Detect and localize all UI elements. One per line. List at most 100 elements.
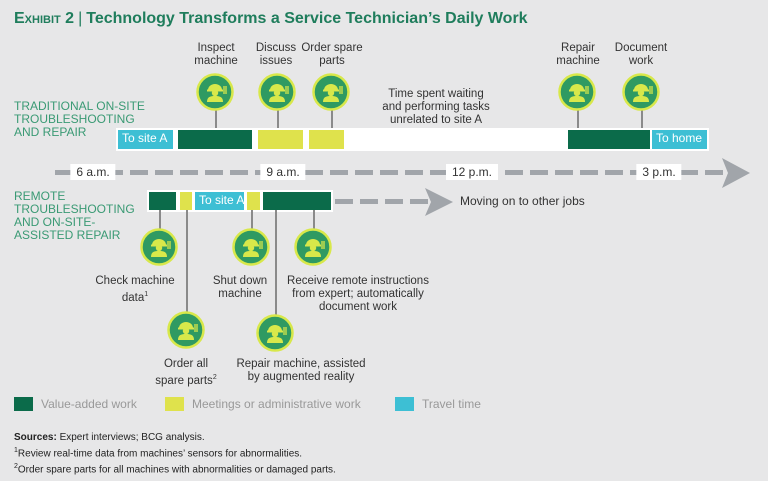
axis-arrowhead-icon [722,158,750,188]
label-line: Repair machine, assisted [236,358,366,370]
sources-text: Expert interviews; BCG analysis. [56,432,205,443]
value-added-segment [568,130,650,149]
worker-phone-icon [167,311,205,349]
label-line: unrelated to site A [389,114,483,126]
label-line: spare parts [155,374,213,387]
travel-segment: To site A [118,130,173,149]
label-line: troubleshooting [14,112,135,126]
label-line: parts [319,55,345,67]
connector-line [313,210,315,230]
worker-tools-icon [196,73,234,111]
label-line: machine [556,55,600,67]
tick-12pm: 12 p.m. [445,164,499,180]
legend-label: Travel time [422,397,481,411]
tick-3pm: 3 p.m. [636,164,682,180]
label-line: troubleshooting [14,202,135,216]
traditional-timeline-bar: To site A To home [116,128,709,151]
label-line: Repair [561,42,595,54]
label-line: and performing tasks [382,101,490,113]
worker-computer-icon [622,73,660,111]
footnotes: Sources: Expert interviews; BCG analysis… [14,431,336,477]
label-line: from expert; automatically [292,288,424,300]
label-line: Inspect [197,42,235,54]
label-line: machine [218,288,262,300]
exhibit-title: Exhibit 2|Technology Transforms a Servic… [14,10,528,28]
legend-label: Meetings or administrative work [192,397,361,411]
connector-line [277,108,279,130]
worker-tools-icon [232,228,270,266]
label-line: Receive remote instructions [287,275,429,287]
connector-line [275,210,277,316]
label-line: work [628,55,654,67]
legend-swatch-value-added [14,397,33,411]
label-line: machine [194,55,238,67]
label-line: Check machine [95,275,175,287]
label-line: data [121,291,145,304]
value-added-segment [263,192,331,210]
label-line: Remote [14,189,66,203]
title-text: Technology Transforms a Service Technici… [86,10,528,27]
connector-line [186,210,188,314]
footnote-mark: 1 [144,291,149,298]
label-line: assisted repair [14,228,121,242]
worker-tools-icon [256,314,294,352]
admin-segment [309,130,344,149]
label-line: Order all [163,358,209,370]
label-line: document work [319,301,397,313]
connector-line [577,108,579,130]
connector-line [641,108,643,130]
worker-phone-icon [312,73,350,111]
admin-segment [258,130,303,149]
title-separator: | [78,10,83,27]
worker-computer-icon [258,73,296,111]
legend-swatch-travel [395,397,414,411]
remote-row-label: Remote troubleshooting and on-site- assi… [14,190,135,242]
travel-segment: To home [652,130,707,149]
tick-6am: 6 a.m. [70,164,116,180]
traditional-row-label: Traditional on-site troubleshooting and … [14,100,145,139]
waiting-time-note: Time spent waiting and performing tasks … [382,88,489,127]
label-line: Order spare [301,42,363,54]
step-label-order-all-parts: Order all spare parts2 [155,358,216,388]
label-line: issues [259,55,293,67]
legend-swatch-admin [165,397,184,411]
footnote-mark: 1 [14,447,18,454]
remote-continuation-line [335,199,430,204]
label-line: Discuss [255,42,297,54]
footnote-mark: 2 [212,374,217,381]
time-axis [55,170,730,175]
footnote-1: Review real-time data from machines’ sen… [17,448,303,460]
travel-segment: To site A [195,192,244,210]
label-line: and repair [14,125,87,139]
sources-label: Sources: [14,432,57,443]
step-label-check-data: Check machine data1 [95,275,174,305]
admin-segment [247,192,260,210]
connector-line [215,108,217,130]
moving-on-label: Moving on to other jobs [460,194,585,208]
admin-segment [180,192,192,210]
connector-line [251,210,253,230]
remote-arrowhead-icon [425,188,453,216]
value-added-segment [178,130,252,149]
exhibit-number: Exhibit 2 [14,10,75,27]
legend-label: Value-added work [41,397,137,411]
label-line: by augmented reality [247,371,355,383]
connector-line [331,108,333,130]
worker-computer-icon [294,228,332,266]
label-line: Time spent waiting [388,88,484,100]
label-line: and on-site- [14,215,96,229]
label-line: Traditional on-site [14,99,145,113]
label-line: Shut down [212,275,268,287]
value-added-segment [149,192,176,210]
connector-line [159,210,161,230]
worker-tablet-icon [140,228,178,266]
tick-9am: 9 a.m. [260,164,306,180]
